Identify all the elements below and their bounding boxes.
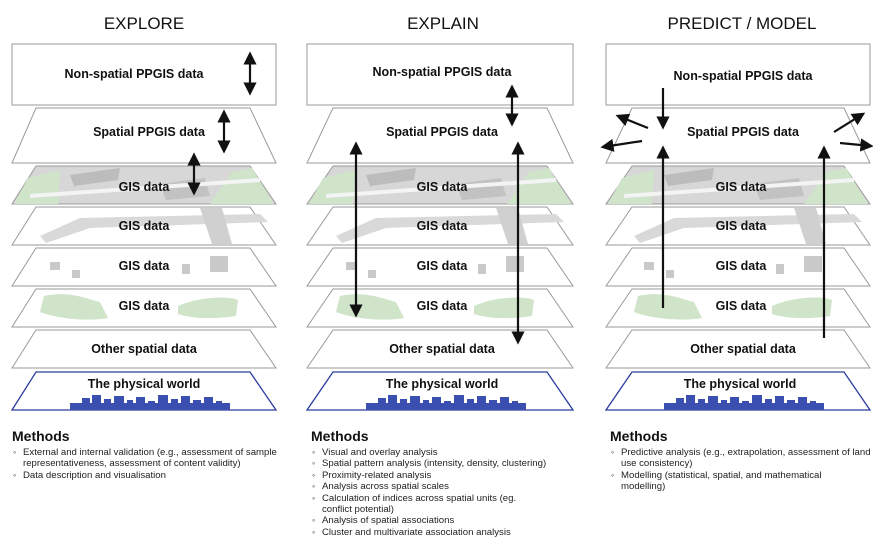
layer-label: Other spatial data (91, 342, 198, 356)
list-item: Cluster and multivariate association ana… (312, 527, 601, 539)
layer-label: Spatial PPGIS data (386, 125, 499, 139)
layer-label: Spatial PPGIS data (93, 125, 206, 139)
layer-label: GIS data (119, 180, 171, 194)
arrow-out-icon (615, 113, 649, 130)
arrow-out-icon (600, 138, 643, 152)
layer-nonspatial-ppgis: Non-spatial PPGIS data (605, 43, 871, 106)
layer-label: Non-spatial PPGIS data (65, 67, 205, 81)
methods-heading: Methods (311, 428, 369, 444)
layer-physical-world: The physical world (604, 371, 872, 411)
column-explore: EXPLORE The physical world Other spatial… (10, 14, 278, 411)
methods-heading: Methods (12, 428, 70, 444)
list-item: Modelling (statistical, spatial, and mat… (611, 470, 846, 493)
layer-label: The physical world (386, 377, 499, 391)
layer-label: Non-spatial PPGIS data (674, 69, 814, 83)
layer-gis-4: GIS data (306, 288, 574, 328)
list-item: Analysis across spatial scales (312, 481, 601, 493)
link-arrows (187, 51, 257, 196)
layer-gis-3: GIS data (11, 247, 277, 287)
column-title: PREDICT / MODEL (668, 14, 817, 33)
layer-label: The physical world (684, 377, 797, 391)
city-skyline-icon (664, 395, 824, 410)
column-explain: EXPLAIN The physical world Other spatial… (305, 14, 575, 411)
city-skyline-icon (70, 395, 230, 410)
arrow-out-icon (839, 138, 873, 152)
city-skyline-icon (366, 395, 526, 410)
methods-list: External and internal validation (e.g., … (12, 447, 297, 482)
layer-gis-2: GIS data (11, 206, 277, 246)
layer-label: Other spatial data (389, 342, 496, 356)
layer-label: GIS data (417, 259, 469, 273)
layer-gis-3: GIS data (605, 247, 871, 287)
arrow-out-icon (833, 112, 866, 133)
layer-label: GIS data (716, 299, 768, 313)
list-item: Data description and visualisation (13, 470, 297, 482)
list-item: Proximity-related analysis (312, 470, 601, 482)
layer-gis-2: GIS data (605, 206, 871, 246)
methods-explore: Methods External and internal validation… (12, 428, 297, 482)
layer-label: GIS data (119, 259, 171, 273)
list-item: Visual and overlay analysis (312, 447, 601, 459)
methods-list: Visual and overlay analysis Spatial patt… (311, 447, 601, 539)
layer-other-spatial: Other spatial data (306, 329, 574, 369)
layer-label: Non-spatial PPGIS data (373, 65, 513, 79)
layer-label: Spatial PPGIS data (687, 125, 800, 139)
layer-gis-4: GIS data (605, 288, 871, 328)
layer-gis-2: GIS data (306, 206, 574, 246)
list-item: Spatial pattern analysis (intensity, den… (312, 458, 601, 470)
column-title: EXPLORE (104, 14, 184, 33)
layer-gis-1: GIS data (605, 165, 871, 205)
layer-nonspatial-ppgis: Non-spatial PPGIS data (306, 43, 574, 106)
layer-other-spatial: Other spatial data (11, 329, 277, 369)
methods-heading: Methods (610, 428, 668, 444)
list-item: External and internal validation (e.g., … (13, 447, 297, 470)
layer-label: GIS data (716, 180, 768, 194)
layer-label: GIS data (119, 299, 171, 313)
methods-list: Predictive analysis (e.g., extrapolation… (610, 447, 872, 493)
layer-label: GIS data (417, 180, 469, 194)
layer-gis-1: GIS data (306, 165, 574, 205)
prediction-arrows (600, 88, 873, 338)
layer-label: Other spatial data (690, 342, 797, 356)
layer-spatial-ppgis: Spatial PPGIS data (306, 107, 574, 164)
layer-label: The physical world (88, 377, 201, 391)
layer-spatial-ppgis: Spatial PPGIS data (11, 107, 277, 164)
layer-gis-1: GIS data (11, 165, 277, 205)
layer-physical-world: The physical world (10, 371, 278, 411)
list-item: Predictive analysis (e.g., extrapolation… (611, 447, 872, 470)
link-arrows (349, 84, 525, 345)
layer-gis-3: GIS data (306, 247, 574, 287)
layer-physical-world: The physical world (305, 371, 575, 411)
layer-gis-4: GIS data (11, 288, 277, 328)
layer-label: GIS data (716, 219, 768, 233)
list-item: Calculation of indices across spatial un… (312, 493, 522, 516)
layer-label: GIS data (417, 219, 469, 233)
column-predict-model: PREDICT / MODEL The physical world Other… (600, 14, 873, 411)
column-title: EXPLAIN (407, 14, 479, 33)
layer-label: GIS data (119, 219, 171, 233)
layer-spatial-ppgis: Spatial PPGIS data (605, 107, 871, 164)
list-item: Analysis of spatial associations (312, 515, 601, 527)
layer-other-spatial: Other spatial data (605, 329, 871, 369)
layer-label: GIS data (716, 259, 768, 273)
methods-predict-model: Methods Predictive analysis (e.g., extra… (610, 428, 872, 493)
layer-stack-diagram: EXPLORE The physical world Other spatial… (10, 14, 873, 411)
methods-explain: Methods Visual and overlay analysis Spat… (311, 428, 601, 539)
layer-label: GIS data (417, 299, 469, 313)
layer-nonspatial-ppgis: Non-spatial PPGIS data (11, 43, 277, 106)
